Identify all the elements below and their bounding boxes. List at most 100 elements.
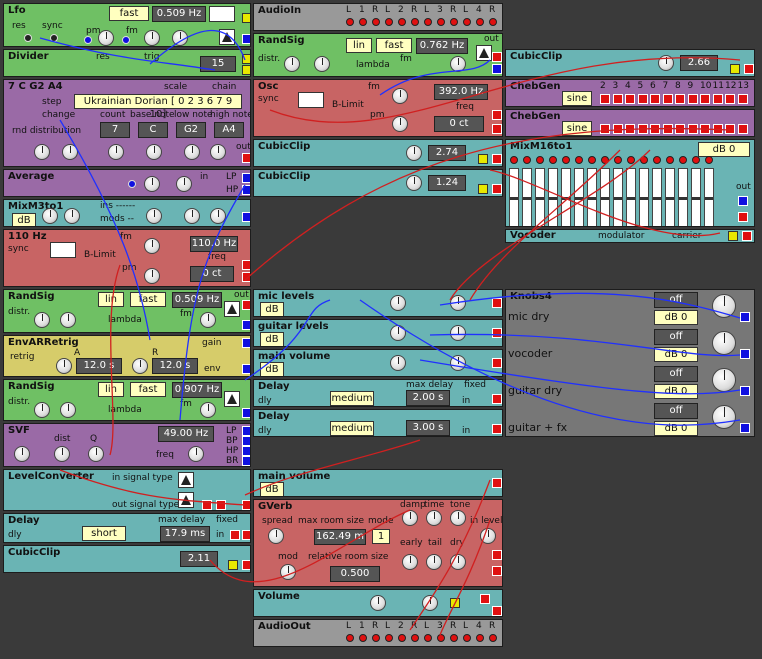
mix16-fader[interactable] [561,168,571,226]
triangle-icon[interactable] [476,45,492,61]
volume-knob-2[interactable] [422,595,438,611]
osc110-fm-knob[interactable] [144,238,160,254]
env-r-display[interactable]: 12.0 s [152,358,198,374]
gverb-out-1[interactable] [492,550,502,560]
cubic3-module[interactable]: CubicClip 2.66 [505,49,755,77]
mix16-in-port[interactable] [679,156,687,164]
osc-module[interactable]: Osc sync B-Limit fm pm 392.0 Hz freq 0 c… [253,79,503,137]
mix16-fader[interactable] [665,168,675,226]
osc110-out-port[interactable] [242,260,250,270]
mix3-knob-5[interactable] [210,208,226,224]
divider-out-port-2[interactable] [242,65,250,75]
cubic-left-val[interactable]: 2.11 [180,551,218,567]
volume-knob-1[interactable] [370,595,386,611]
knobs4-out-port[interactable] [740,312,750,322]
osc-pm-knob[interactable] [392,116,408,132]
cheb2-order-port[interactable] [725,124,735,134]
randsig3-module[interactable]: RandSig lin fast 0.762 Hz out distr. lam… [253,33,503,77]
mix3-db-select[interactable]: dB [12,213,36,226]
randsig1-mode1[interactable]: lin [98,292,124,307]
knobs4-db-select[interactable]: dB 0 [654,384,698,399]
volume-out-2[interactable] [492,606,502,616]
quantizer-module[interactable]: 7 C G2 A4 scale chain step change Ukrain… [3,79,251,167]
osc-out-port-2[interactable] [492,124,502,134]
knobs4-off-display[interactable]: off [654,366,698,382]
gverb-relroom-display[interactable]: 0.500 [330,566,380,582]
audioin-port[interactable] [437,18,445,26]
osc-ct-display[interactable]: 0 ct [434,116,484,132]
cubic2-port[interactable] [478,184,488,194]
quantizer-scale-select[interactable]: Ukrainian Dorian [ 0 2 3 6 7 9 10] [74,94,242,120]
lfo-pm-knob[interactable] [98,30,114,46]
knobs4-knob[interactable] [712,294,736,318]
mix16-module[interactable]: MixM16to1 dB 0 out [505,139,755,227]
randsig2-mode1[interactable]: lin [98,382,124,397]
svf-freq-display[interactable]: 49.00 Hz [158,426,214,442]
env-out-port[interactable] [242,364,250,374]
cubic3-port[interactable] [730,64,740,74]
audioin-port[interactable] [476,18,484,26]
cubic2-out[interactable] [492,184,502,194]
randsig2-freq[interactable]: 0.907 Hz [172,382,222,398]
gverb-tail-knob[interactable] [426,554,442,570]
randsig2-mode2[interactable]: fast [130,382,166,397]
cubic1-out[interactable] [492,154,502,164]
svf-module[interactable]: SVF dist Q 49.00 Hz freq LP BP HP BR [3,423,251,467]
lfo-res-port[interactable] [24,34,32,42]
knobs4-out-port[interactable] [740,349,750,359]
cheb1-order-port[interactable] [700,94,710,104]
cubic3-out[interactable] [744,64,754,74]
audioin-port[interactable] [372,18,380,26]
osc110-freq-display[interactable]: 110.0 Hz [190,236,238,252]
cheb1-order-port[interactable] [600,94,610,104]
lfo-module[interactable]: Lfo fast 0.509 Hz res sync pm fm [3,3,251,47]
gverb-dry-knob[interactable] [450,554,466,570]
env-a-display[interactable]: 12.0 s [76,358,122,374]
mix3-out-port[interactable] [242,212,250,222]
delay-left-mode[interactable]: short [82,526,126,541]
cheb2-order-port[interactable] [737,124,748,134]
cheb2-order-port[interactable] [675,124,685,134]
mix16-in-port[interactable] [692,156,700,164]
cheb1-order-port[interactable] [737,94,748,104]
randsig3-mode2[interactable]: fast [376,38,412,53]
levelconv-port-3[interactable] [242,500,250,510]
sine-wave-icon[interactable] [50,242,76,258]
mix16-in-port[interactable] [588,156,596,164]
mix3-knob-1[interactable] [42,208,58,224]
cheb1-order-port[interactable] [725,94,735,104]
audioout-port[interactable] [476,634,484,642]
mix16-fader[interactable] [587,168,597,226]
audioout-port[interactable] [372,634,380,642]
volume-module[interactable]: Volume [253,589,503,617]
gverb-module[interactable]: GVerb spread max room size mode 162.49 m… [253,499,503,587]
randsig1-freq[interactable]: 0.509 Hz [172,292,222,308]
delay2-out[interactable] [492,424,502,434]
mix16-fader[interactable] [613,168,623,226]
delay1-module[interactable]: Delay dly medium max delay 2.00 s fixed … [253,379,503,407]
levelconv-port-2[interactable] [216,500,226,510]
knobs4-out-port[interactable] [740,423,750,433]
randsig2-distr-knob[interactable] [34,402,50,418]
audioout-port[interactable] [346,634,354,642]
cheb1-order-port[interactable] [625,94,635,104]
mix16-in-port[interactable] [536,156,544,164]
delay2-mode[interactable]: medium [330,421,374,436]
quantizer-base[interactable]: C [138,122,168,138]
average-knob-1[interactable] [144,176,160,192]
cubic-left-module[interactable]: CubicClip 2.11 [3,545,251,573]
knobs4-off-display[interactable]: off [654,292,698,308]
gverb-early-knob[interactable] [402,554,418,570]
randsig1-lambda-knob[interactable] [60,312,76,328]
delay1-out[interactable] [492,394,502,404]
audioout-port[interactable] [411,634,419,642]
sine-wave-icon[interactable] [209,6,235,22]
mix16-fader[interactable] [522,168,532,226]
mix16-in-port[interactable] [523,156,531,164]
audioout-port[interactable] [489,634,497,642]
randsig1-fm-knob[interactable] [200,312,216,328]
mix16-fader[interactable] [548,168,558,226]
quantizer-knob-1[interactable] [34,144,50,160]
cubic-left-out[interactable] [242,560,250,570]
env-r-knob[interactable] [132,358,148,374]
